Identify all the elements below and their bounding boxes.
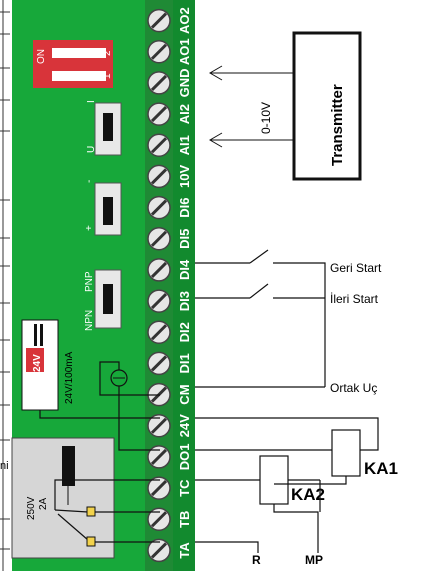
switch-u-label: U [86,146,97,153]
terminal-screw-do1[interactable] [147,445,171,469]
relay-contact-nc [86,506,96,517]
dip-switch-lever-2[interactable] [52,48,106,58]
terminal-label-tb: TB [177,511,192,528]
terminal-label-di3: DI3 [177,291,192,311]
terminal-label-tc: TC [177,479,192,497]
terminal-screw-tc[interactable] [147,476,171,500]
terminal-screw-di5[interactable] [147,227,171,251]
terminal-label-ao2: AO2 [177,7,192,34]
npn-pnp-switch[interactable] [94,269,122,329]
terminal-label-24v: 24V [177,414,192,437]
supply-symbol-bar-2 [40,324,43,346]
polarity-switch-knob[interactable] [103,197,113,225]
relay-coil [62,446,75,486]
transmitter-box [292,31,362,181]
transmitter-wires [209,65,294,148]
relay-contact-no [86,536,96,547]
terminal-screw-ao2[interactable] [147,8,171,33]
ka1-label: KA1 [364,459,398,478]
supply-symbol-bar-1 [34,324,37,346]
terminal-label-di4: DI4 [177,259,192,280]
switch-plus-label: + [84,225,95,231]
terminal-label-do1: DO1 [177,444,192,471]
signal-range-label: 0-10V [259,102,273,134]
terminal-screw-10v[interactable] [147,164,171,189]
dip-pos-2-label: 2 [102,50,113,56]
terminal-screw-ai1[interactable] [147,133,171,157]
terminal-screw-ao1[interactable] [147,40,171,64]
switch-minus-label: - [84,180,95,183]
switch-npn-label: NPN [84,310,95,331]
u-i-switch-knob[interactable] [103,113,113,141]
reverse-start-label: Geri Start [330,261,382,275]
terminal-label-di2: DI2 [177,322,192,342]
terminal-label-gnd: GND [177,68,192,97]
switch-i-label: I [86,100,97,103]
ka2-coil [259,455,289,505]
line-mp-label: MP [305,553,323,567]
terminal-label-ai2: AI2 [177,104,192,124]
input-wiring [195,249,326,388]
terminal-label-di5: DI5 [177,229,192,249]
terminal-screw-ai2[interactable] [147,102,171,126]
ka2-label: KA2 [291,485,325,504]
dip-pos-1-label: 1 [102,73,113,79]
terminal-label-10v: 10V [177,165,192,188]
terminal-screw-di3[interactable] [147,289,171,313]
internal-wiring [39,361,160,451]
terminal-label-ai1: AI1 [177,135,192,155]
terminal-screw-tb[interactable] [147,507,171,531]
relay-voltage-label: 250V [26,496,37,520]
terminal-screw-gnd[interactable] [147,71,171,95]
forward-start-label: İleri Start [330,292,379,306]
dip-on-label: ON [36,49,47,64]
supply-voltage-label: 24V [32,354,43,372]
terminal-label-ao1: AO1 [177,38,192,65]
ka1-coil [331,429,361,477]
terminal-screw-ta[interactable] [147,538,171,563]
terminal-label-di6: DI6 [177,197,192,217]
terminal-screw-di6[interactable] [147,195,171,220]
common-label: Ortak Uç [330,381,377,395]
switch-pnp-label: PNP [84,271,95,292]
terminal-screw-di2[interactable] [147,320,171,344]
relay-current-label: 2A [38,497,49,510]
left-edge-ticks [0,11,10,550]
terminal-label-cm: CM [177,384,192,404]
supply-voltage-badge [26,348,44,372]
terminal-screw-di1[interactable] [147,351,171,376]
output-wiring [195,417,379,553]
supply-current-label: 24V/100mA [64,351,75,404]
npn-pnp-switch-knob[interactable] [103,284,113,314]
line-r-label: R [252,553,261,567]
left-fragment-text: ni [0,460,9,472]
terminal-screw-24v[interactable] [147,414,171,438]
relay-contacts [54,479,160,543]
terminal-screw-strip [145,0,173,571]
transmitter-label: Transmitter [329,84,346,166]
terminal-label-di1: DI1 [177,353,192,373]
terminal-label-strip [173,0,195,571]
terminal-screw-di4[interactable] [147,258,171,282]
dip-switch-lever-1[interactable] [52,71,106,81]
terminal-screws [147,8,171,563]
terminal-label-ta: TA [177,542,192,559]
